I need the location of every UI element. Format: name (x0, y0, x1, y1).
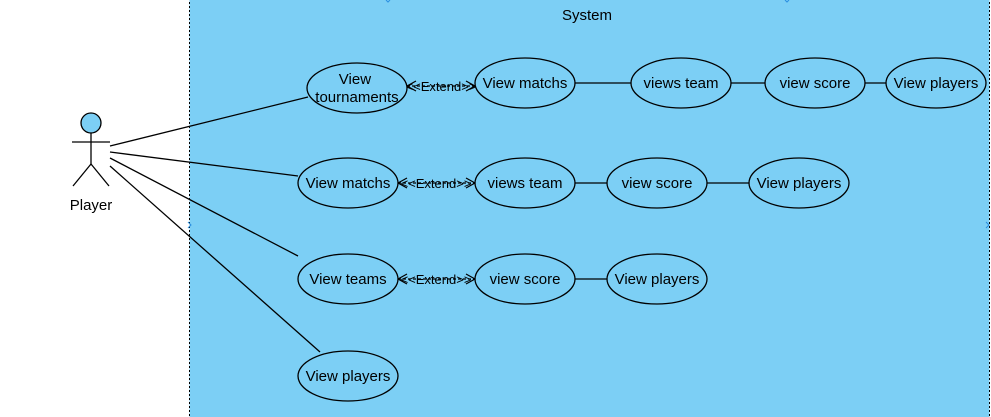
system-boundary[interactable] (189, 0, 990, 417)
use-case-label-view-tournaments-line2: tournaments (315, 89, 398, 106)
use-case-row2-view-players[interactable] (748, 157, 850, 209)
use-case-label-row2-view-players: View players (757, 175, 842, 192)
use-case-label-view-tournaments: View tournaments (315, 71, 398, 106)
association-view-tournaments[interactable] (109, 96, 309, 147)
use-case-label-row2-view-score: view score (622, 175, 693, 192)
association-view-matchs[interactable] (109, 151, 299, 177)
stick-figure-actor-icon[interactable] (72, 112, 110, 187)
boundary-handle-markers (187, 0, 990, 229)
use-case-label-row2-view-matchs: View matchs (306, 175, 391, 192)
use-case-row2-views-team[interactable] (474, 157, 576, 209)
use-case-label-row1-view-players: View players (894, 75, 979, 92)
extend-label-row3: <<Extend>> (401, 272, 472, 287)
extend-label-row1: <<Extend>> (406, 79, 477, 94)
use-case-label-view-tournaments-line1: View (339, 71, 371, 88)
use-case-view-tournaments[interactable] (306, 62, 408, 114)
use-case-label-row1-views-team: views team (643, 75, 718, 92)
use-case-row3-view-score[interactable] (474, 253, 576, 305)
extend-label-row2: <<Extend>> (401, 176, 472, 191)
actor-head (80, 112, 102, 134)
use-case-row2-view-matchs[interactable] (297, 157, 399, 209)
actor-left-leg (72, 163, 92, 187)
use-case-label-row3-view-score: view score (490, 271, 561, 288)
use-case-row1-view-score[interactable] (764, 57, 866, 109)
use-case-row3-view-teams[interactable] (297, 253, 399, 305)
system-title: System (562, 7, 612, 24)
use-case-row4-view-players[interactable] (297, 350, 399, 402)
use-case-label-row2-views-team: views team (487, 175, 562, 192)
use-case-label-row1-view-score: view score (780, 75, 851, 92)
use-case-row1-view-matchs[interactable] (474, 57, 576, 109)
use-case-row1-views-team[interactable] (630, 57, 732, 109)
use-case-label-row3-view-players: View players (615, 271, 700, 288)
actor-right-leg (90, 163, 110, 187)
use-case-label-row1-view-matchs: View matchs (483, 75, 568, 92)
actor-label: Player (70, 197, 113, 214)
use-case-row1-view-players[interactable] (885, 57, 987, 109)
use-case-label-row3-view-teams: View teams (309, 271, 386, 288)
use-case-row3-view-players[interactable] (606, 253, 708, 305)
use-case-row2-view-score[interactable] (606, 157, 708, 209)
association-view-players[interactable] (109, 165, 321, 353)
use-case-label-row4-view-players: View players (306, 368, 391, 385)
association-view-teams[interactable] (109, 157, 299, 257)
